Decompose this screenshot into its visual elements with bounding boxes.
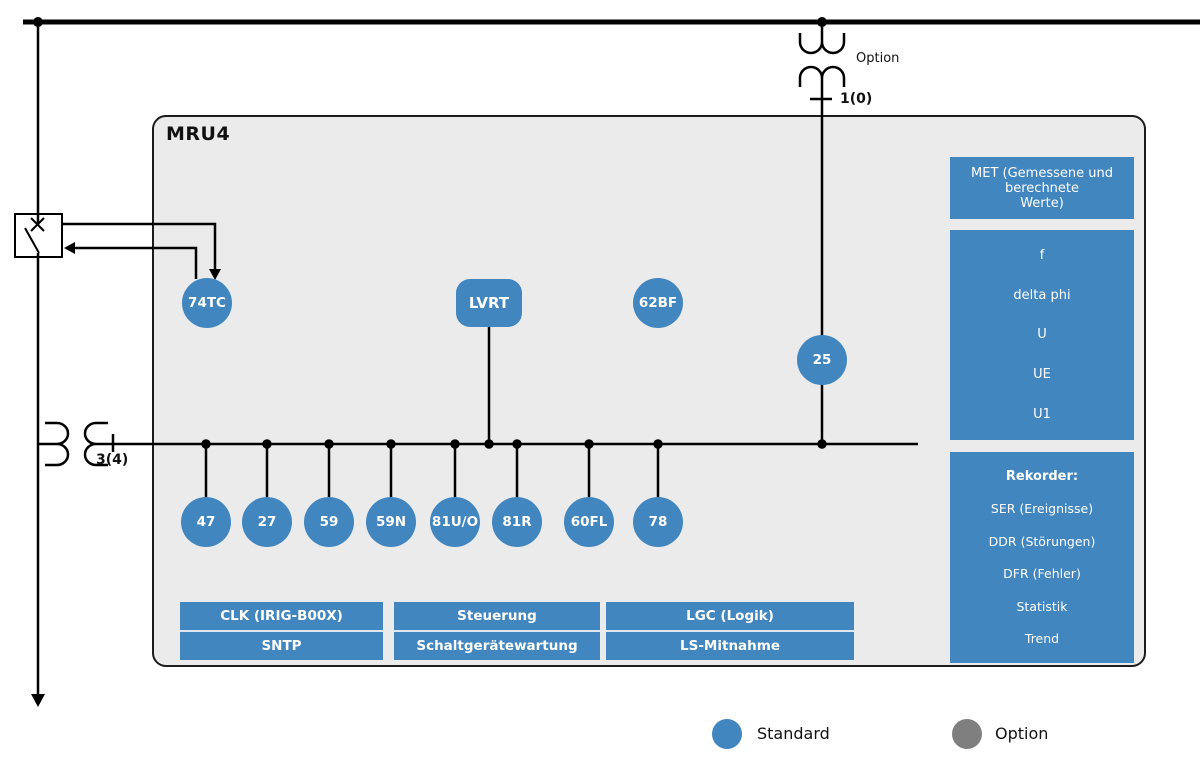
left-transformer-count-label: 3(4) xyxy=(96,452,129,468)
top-transformer-count-label: 1(0) xyxy=(840,91,873,107)
panel-met-line3: Werte) xyxy=(1020,195,1064,211)
recorder-dfr: DFR (Fehler) xyxy=(1003,566,1081,582)
panel-recorder: Rekorder: SER (Ereignisse) DDR (Störunge… xyxy=(950,452,1134,663)
module-logic-row1: LGC (Logik) xyxy=(686,608,774,624)
value-f: f xyxy=(1039,248,1045,264)
busbar-junction-dot-left xyxy=(33,17,43,27)
recorder-statistik: Statistik xyxy=(1016,598,1068,614)
module-clock-row2: SNTP xyxy=(180,630,383,660)
function-74tc: 74TC xyxy=(182,278,232,328)
function-81uo: 81U/O xyxy=(430,497,480,547)
vt-top-secondary-winding-icon xyxy=(798,65,846,87)
function-60fl: 60FL xyxy=(564,497,614,547)
value-u1: U1 xyxy=(1033,406,1051,422)
device-title: MRU4 xyxy=(166,123,231,145)
panel-met: MET (Gemessene und berechnete Werte) xyxy=(950,157,1134,219)
function-25: 25 xyxy=(797,335,847,385)
module-control-row2: Schaltgerätewartung xyxy=(394,630,600,660)
module-logic-row2: LS-Mitnahme xyxy=(606,630,854,660)
recorder-title: Rekorder: xyxy=(1005,468,1079,484)
panel-measured-values: f delta phi U UE U1 xyxy=(950,230,1134,440)
legend-standard-label: Standard xyxy=(757,724,830,743)
function-59n: 59N xyxy=(366,497,416,547)
function-59n-label: 59N xyxy=(375,514,407,530)
function-74tc-label: 74TC xyxy=(188,295,226,311)
breaker-contact-x-icon2 xyxy=(30,217,45,232)
function-60fl-label: 60FL xyxy=(570,514,608,530)
function-27: 27 xyxy=(242,497,292,547)
function-59: 59 xyxy=(304,497,354,547)
74tc-to-breaker-arrowhead xyxy=(64,242,75,254)
panel-met-line1: MET (Gemessene und xyxy=(971,165,1113,181)
circuit-breaker-symbol xyxy=(14,213,63,258)
module-control: Steuerung Schaltgerätewartung xyxy=(394,602,600,660)
busbar-junction-dot-right xyxy=(817,17,827,27)
legend-option-dot-icon xyxy=(952,719,982,749)
function-81r-label: 81R xyxy=(502,514,532,530)
value-delta-phi: delta phi xyxy=(1013,287,1071,303)
panel-met-line2: berechnete xyxy=(1004,180,1080,196)
function-78: 78 xyxy=(633,497,683,547)
function-lvrt: LVRT xyxy=(456,279,522,327)
function-62bf-label: 62BF xyxy=(638,295,678,311)
module-clock: CLK (IRIG-B00X) SNTP xyxy=(180,602,383,660)
value-ue: UE xyxy=(1033,367,1051,383)
function-81uo-label: 81U/O xyxy=(431,514,479,530)
function-lvrt-label: LVRT xyxy=(468,294,510,312)
function-59-label: 59 xyxy=(319,514,339,530)
module-clock-row1: CLK (IRIG-B00X) xyxy=(220,608,343,624)
feeder-arrowhead xyxy=(31,694,45,707)
legend-standard-dot-icon xyxy=(712,719,742,749)
function-78-label: 78 xyxy=(648,514,668,530)
function-47: 47 xyxy=(181,497,231,547)
module-logic: LGC (Logik) LS-Mitnahme xyxy=(606,602,854,660)
breaker-blade xyxy=(24,227,40,254)
vt-left-primary-winding-icon xyxy=(45,421,70,467)
recorder-trend: Trend xyxy=(1024,631,1060,647)
breaker-contact-x-icon xyxy=(30,217,45,232)
function-27-label: 27 xyxy=(257,514,277,530)
module-control-row1: Steuerung xyxy=(457,608,537,624)
function-25-label: 25 xyxy=(812,352,832,368)
function-81r: 81R xyxy=(492,497,542,547)
legend-option-label: Option xyxy=(995,724,1049,743)
function-47-label: 47 xyxy=(196,514,216,530)
value-u: U xyxy=(1037,327,1047,343)
recorder-ddr: DDR (Störungen) xyxy=(988,533,1096,549)
recorder-ser: SER (Ereignisse) xyxy=(990,501,1094,517)
vt-top-primary-winding-icon xyxy=(798,33,846,55)
function-62bf: 62BF xyxy=(633,278,683,328)
top-transformer-option-label: Option xyxy=(856,51,900,66)
